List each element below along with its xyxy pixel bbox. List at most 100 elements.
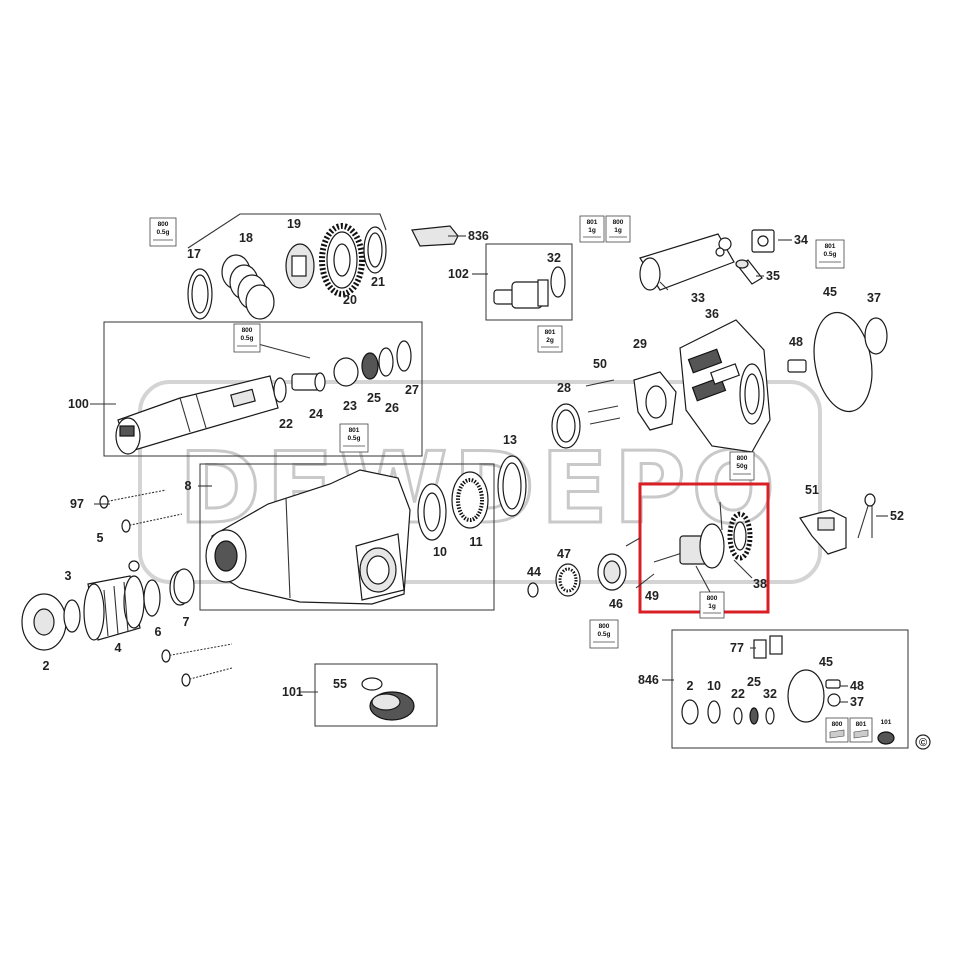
part-77 xyxy=(753,635,783,659)
ring-21-inner xyxy=(367,232,383,268)
spring-7-inner xyxy=(173,568,195,604)
grease-tag-amount: 1g xyxy=(588,227,596,234)
kit-ring-10 xyxy=(707,700,721,724)
callout-100: 100 xyxy=(68,397,89,411)
kit-callout-45: 45 xyxy=(819,655,833,669)
grease-tag-amount: 1g xyxy=(614,227,622,234)
grease-tag-code: 800 xyxy=(242,327,253,334)
part-102 xyxy=(493,266,566,309)
callout-101: 101 xyxy=(282,685,303,699)
screw-bottom-a xyxy=(161,643,233,663)
bearing-46 xyxy=(597,553,627,591)
kit-callout-22: 22 xyxy=(731,687,745,701)
ring-23 xyxy=(333,357,359,387)
housing-8 xyxy=(205,469,411,605)
grease-tag: 800 50g xyxy=(729,451,755,481)
callout-21: 21 xyxy=(371,275,385,289)
kit-ring-32 xyxy=(765,707,775,725)
kit-callout-25: 25 xyxy=(747,675,761,689)
seal-45 xyxy=(813,311,873,413)
callout-37: 37 xyxy=(867,291,881,305)
grease-tag-code: 101 xyxy=(881,719,892,726)
washer-3 xyxy=(63,599,81,633)
kit-cap-2 xyxy=(681,699,699,725)
callout-77: 77 xyxy=(730,641,744,655)
washer-22 xyxy=(273,377,287,403)
switch-knob-101 xyxy=(369,691,415,721)
callout-49: 49 xyxy=(645,589,659,603)
leader-800-38 xyxy=(695,565,711,593)
grease-tag-amount: 1g xyxy=(708,603,716,610)
grease-tag: 101 xyxy=(881,719,892,726)
callout-10: 10 xyxy=(433,545,447,559)
grease-tag-code: 800 xyxy=(832,721,843,728)
callout-2: 2 xyxy=(43,659,50,673)
screw-50 xyxy=(585,379,621,425)
grease-tag-code: 800 xyxy=(737,455,748,462)
group-box-100 xyxy=(103,321,423,457)
grease-tag: 801 1g xyxy=(579,215,605,243)
callout-18: 18 xyxy=(239,231,253,245)
group-box-846 xyxy=(671,629,909,749)
oring-37 xyxy=(864,317,888,355)
lever-51 xyxy=(799,509,847,555)
callout-labels: 17 18 19 20 21 836 102 32 34 35 33 45 37… xyxy=(43,217,904,709)
callout-29: 29 xyxy=(633,337,647,351)
grease-tag-code: 800 xyxy=(158,221,169,228)
callout-45: 45 xyxy=(823,285,837,299)
kit-oring-37 xyxy=(827,693,841,707)
grease-tag-code: 801 xyxy=(587,219,598,226)
oring-55 xyxy=(361,677,383,691)
grease-tag-amount: 0.5g xyxy=(156,229,169,236)
copyright-symbol: © xyxy=(919,737,927,749)
callout-11: 11 xyxy=(469,535,482,549)
grease-tag-code: 800 xyxy=(613,219,624,226)
grease-tag: 801 0.5g xyxy=(815,239,845,269)
group-box-101 xyxy=(314,663,438,727)
callout-35: 35 xyxy=(766,269,780,283)
kit-callout-37: 37 xyxy=(850,695,864,709)
callout-836: 836 xyxy=(468,229,489,243)
callout-38: 38 xyxy=(753,577,767,591)
callout-28: 28 xyxy=(557,381,571,395)
kit-callout-32: 32 xyxy=(763,687,777,701)
callout-44: 44 xyxy=(527,565,541,579)
spring-18 xyxy=(221,254,275,320)
kit-seal-45 xyxy=(787,669,825,723)
gear-20 xyxy=(319,223,365,297)
bearing-47 xyxy=(555,563,581,597)
grease-tag: 800 0.5g xyxy=(589,619,619,649)
grease-tag-code: 800 xyxy=(707,595,718,602)
screw-bottom-b xyxy=(181,667,233,687)
callout-20: 20 xyxy=(343,293,357,307)
callout-32: 32 xyxy=(547,251,561,265)
callout-36: 36 xyxy=(705,307,719,321)
callout-7: 7 xyxy=(183,615,190,629)
watermark-frame xyxy=(138,380,822,584)
copyright-mark xyxy=(915,734,931,750)
grease-tag-code: 801 xyxy=(856,721,867,728)
shaft-33 xyxy=(639,233,735,291)
ring-27 xyxy=(396,340,412,372)
callout-8: 8 xyxy=(185,479,192,493)
callout-102: 102 xyxy=(448,267,469,281)
grease-tag: 801 0.5g xyxy=(339,423,369,453)
grease-tag: 801 2g xyxy=(537,325,563,353)
pin-35 xyxy=(735,259,763,285)
callout-46: 46 xyxy=(609,597,623,611)
grease-tag: 800 1g xyxy=(605,215,631,243)
grease-tag: 800 1g xyxy=(699,591,725,619)
callout-5: 5 xyxy=(97,531,104,545)
callout-26: 26 xyxy=(385,401,399,415)
crank-housing-36 xyxy=(679,319,771,453)
ring-10-inner xyxy=(423,492,441,532)
callout-97: 97 xyxy=(70,497,84,511)
grease-tag-code: 801 xyxy=(825,243,836,250)
grease-tag-code: 801 xyxy=(545,329,556,336)
grease-tag-code: 800 xyxy=(599,623,610,630)
ring-26 xyxy=(378,347,394,377)
grease-tag-amount: 50g xyxy=(736,463,747,470)
grease-tag-amount: 0.5g xyxy=(823,251,836,258)
gear-shaft-38 xyxy=(653,501,753,569)
